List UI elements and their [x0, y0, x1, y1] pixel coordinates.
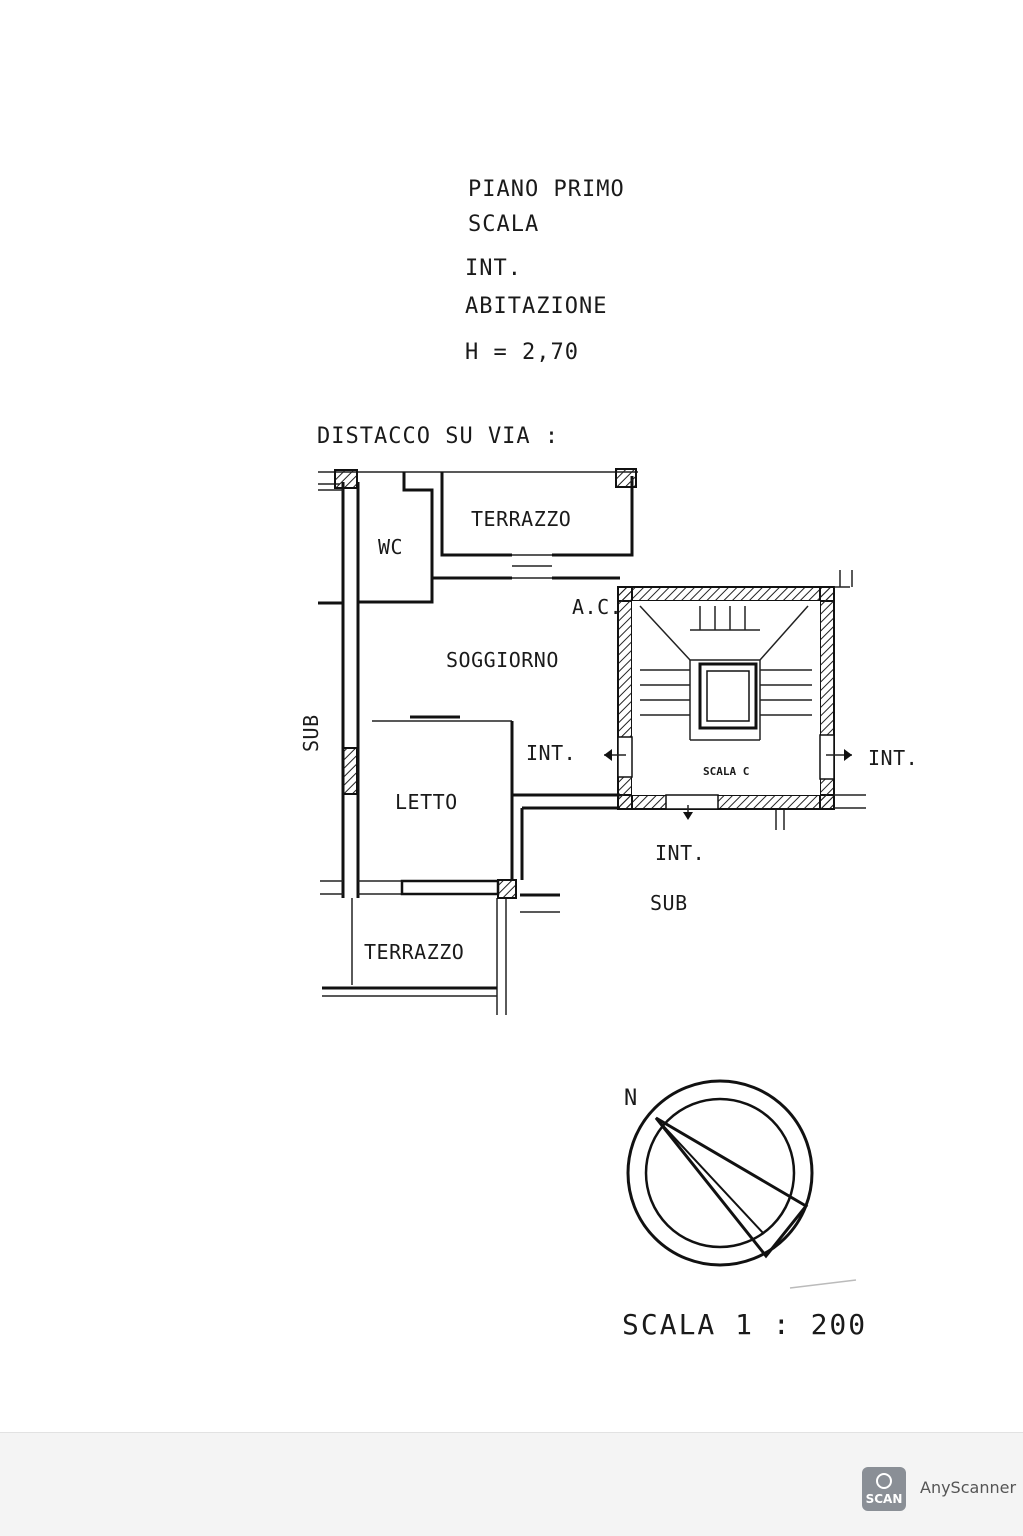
anyscanner-brand: AnyScanner	[920, 1478, 1017, 1497]
label-int-soggiorno: INT.	[526, 741, 576, 765]
scanner-footer	[0, 1432, 1023, 1536]
room-wc: WC	[378, 535, 403, 559]
header-int: INT.	[465, 256, 522, 281]
scale-label: SCALA 1 : 200	[622, 1308, 867, 1341]
label-sub-left: SUB	[299, 714, 323, 752]
room-letto: LETTO	[395, 790, 458, 814]
access-arrows	[604, 749, 852, 820]
room-soggiorno: SOGGIORNO	[446, 648, 559, 672]
logo-text: SCAN	[865, 1492, 903, 1506]
room-terrazzo-top: TERRAZZO	[471, 507, 571, 531]
scratch-mark	[789, 1279, 857, 1289]
compass-icon	[626, 1079, 814, 1267]
scan-circle-icon	[876, 1473, 892, 1489]
header-height: H = 2,70	[465, 340, 579, 365]
header-floor: PIANO PRIMO	[468, 177, 625, 202]
compass-north: N	[624, 1086, 638, 1111]
label-int-right: INT.	[868, 746, 918, 770]
anyscanner-logo: SCAN	[862, 1467, 906, 1511]
walls	[318, 471, 638, 1015]
structural-columns	[334, 468, 637, 899]
room-ac: A.C.	[572, 595, 622, 619]
distacco-label: DISTACCO SU VIA :	[317, 424, 559, 449]
stair-core	[617, 570, 866, 830]
label-sub-bottom: SUB	[650, 891, 688, 915]
room-scala-c: SCALA C	[703, 765, 749, 778]
floor-plan-drawing: PIANO PRIMO SCALA INT. ABITAZIONE H = 2,…	[299, 177, 918, 1341]
header-use: ABITAZIONE	[465, 294, 607, 319]
header-stair: SCALA	[468, 212, 539, 237]
room-terrazzo-bottom: TERRAZZO	[364, 940, 464, 964]
label-int-bottom: INT.	[655, 841, 705, 865]
